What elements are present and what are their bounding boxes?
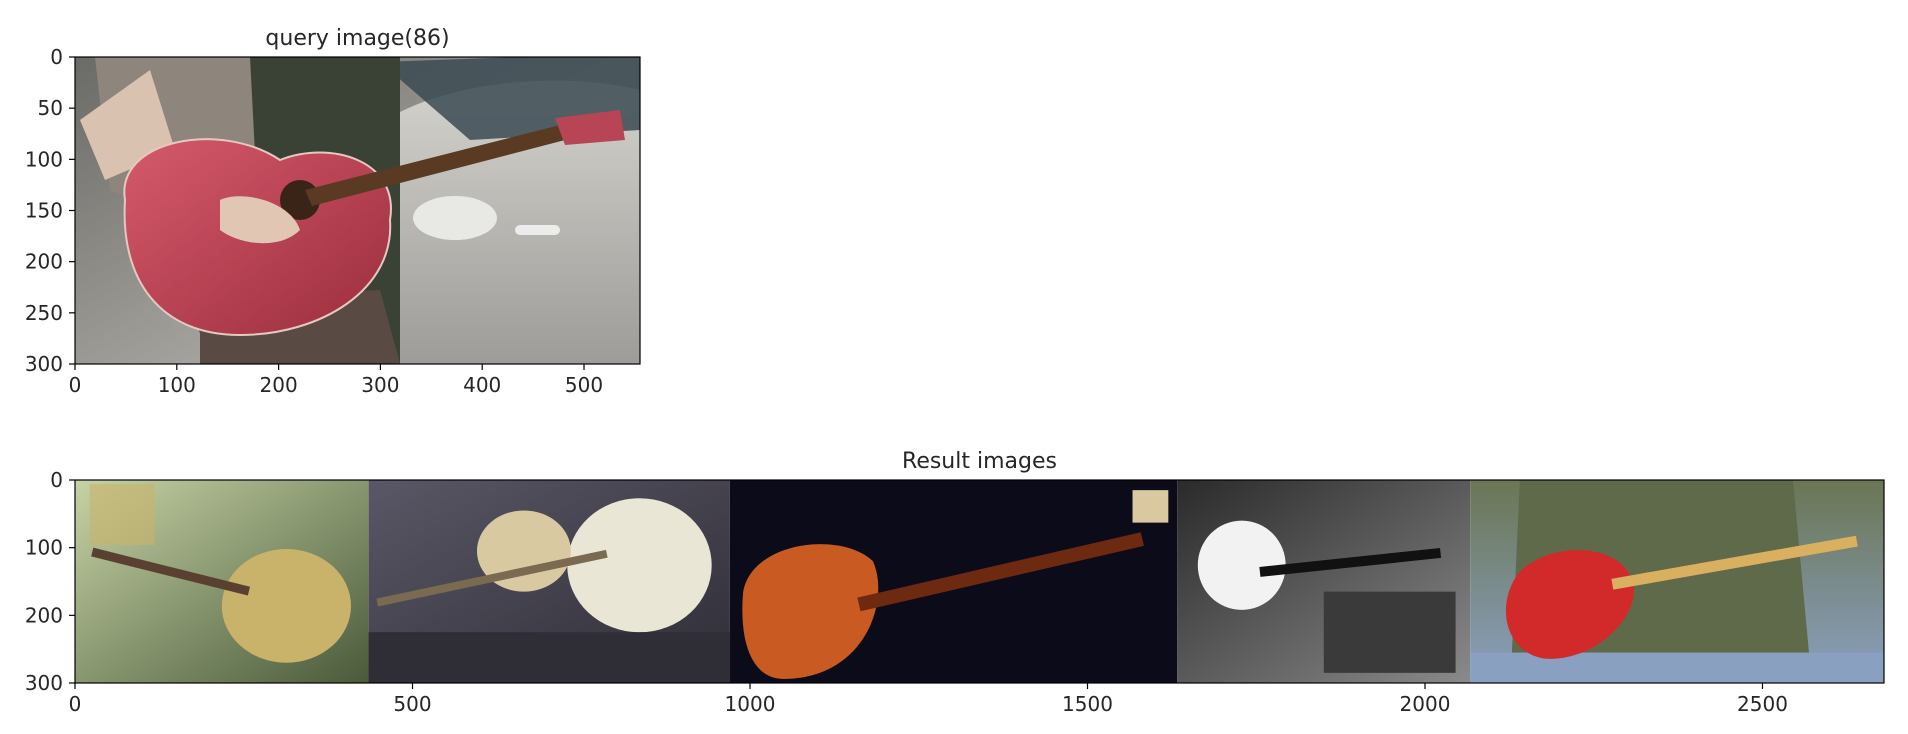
query-image (75, 57, 640, 364)
result-x-ticks: 0 500 1000 1500 2000 2500 (69, 683, 1788, 716)
query-y-tick-label: 300 (25, 352, 63, 376)
query-subplot: query image(86) 0 100 200 300 400 500 0 50 100 1… (25, 26, 641, 397)
result-y-tick-label: 300 (25, 671, 63, 695)
result-x-tick-label: 0 (69, 692, 82, 716)
query-x-tick-label: 100 (158, 373, 196, 397)
result-panel-3-neck (857, 532, 1144, 612)
result-panel-1-window (89, 484, 155, 545)
result-x-tick-label: 1000 (725, 692, 776, 716)
result-x-tick-label: 500 (393, 692, 431, 716)
query-car-mirror (413, 196, 497, 240)
query-y-tick-label: 250 (25, 301, 63, 325)
result-y-tick-label: 0 (50, 468, 63, 492)
result-panel-2-mandolin-body (476, 510, 571, 592)
query-hand (220, 196, 300, 244)
result-y-tick-label: 200 (25, 603, 63, 627)
result-panel-5-jeans (1470, 652, 1884, 683)
query-x-tick-label: 0 (69, 373, 82, 397)
result-panel-2-neck (376, 549, 608, 607)
query-y-tick-label: 150 (25, 199, 63, 223)
result-title: Result images (902, 449, 1057, 474)
result-y-tick-label: 100 (25, 536, 63, 560)
query-x-tick-label: 500 (565, 373, 603, 397)
query-x-ticks: 0 100 200 300 400 500 (69, 364, 603, 397)
query-guitar-headstock (555, 110, 625, 145)
result-panel-1-mandolin-body (221, 549, 352, 663)
query-car-handle (515, 225, 560, 235)
result-panel-5-guitar-body (1505, 550, 1635, 659)
result-panel-4-amp (1323, 591, 1456, 673)
query-guitar-neck (305, 125, 565, 206)
query-y-tick-label: 200 (25, 250, 63, 274)
result-panel-3-bass-body (742, 544, 879, 679)
result-image-strip (75, 480, 1884, 683)
result-y-ticks: 0 100 200 300 (25, 468, 75, 695)
query-x-tick-label: 200 (260, 373, 298, 397)
result-x-tick-label: 2500 (1737, 692, 1788, 716)
query-x-tick-label: 400 (463, 373, 501, 397)
result-axes-frame (74, 479, 1885, 684)
result-x-tick-label: 2000 (1400, 692, 1451, 716)
query-title: query image(86) (265, 26, 449, 51)
result-panel-3-headstock (1132, 490, 1169, 523)
result-x-tick-label: 1500 (1062, 692, 1113, 716)
result-panel-2-lap (368, 632, 730, 683)
result-panel-5-neck (1611, 535, 1858, 590)
query-y-ticks: 0 50 100 150 200 250 300 (25, 45, 75, 376)
result-panel-4-guitar-body (1197, 520, 1286, 610)
result-panel-1-neck (91, 547, 251, 596)
query-x-tick-label: 300 (361, 373, 399, 397)
query-y-tick-label: 50 (38, 96, 63, 120)
query-y-tick-label: 0 (50, 45, 63, 69)
result-panel-4-neck (1259, 547, 1442, 577)
result-panel-2-banjo-body (567, 498, 712, 633)
result-subplot: Result images 0 500 1000 1500 2000 2500 0 100 2… (25, 449, 1885, 716)
query-y-tick-label: 100 (25, 147, 63, 171)
